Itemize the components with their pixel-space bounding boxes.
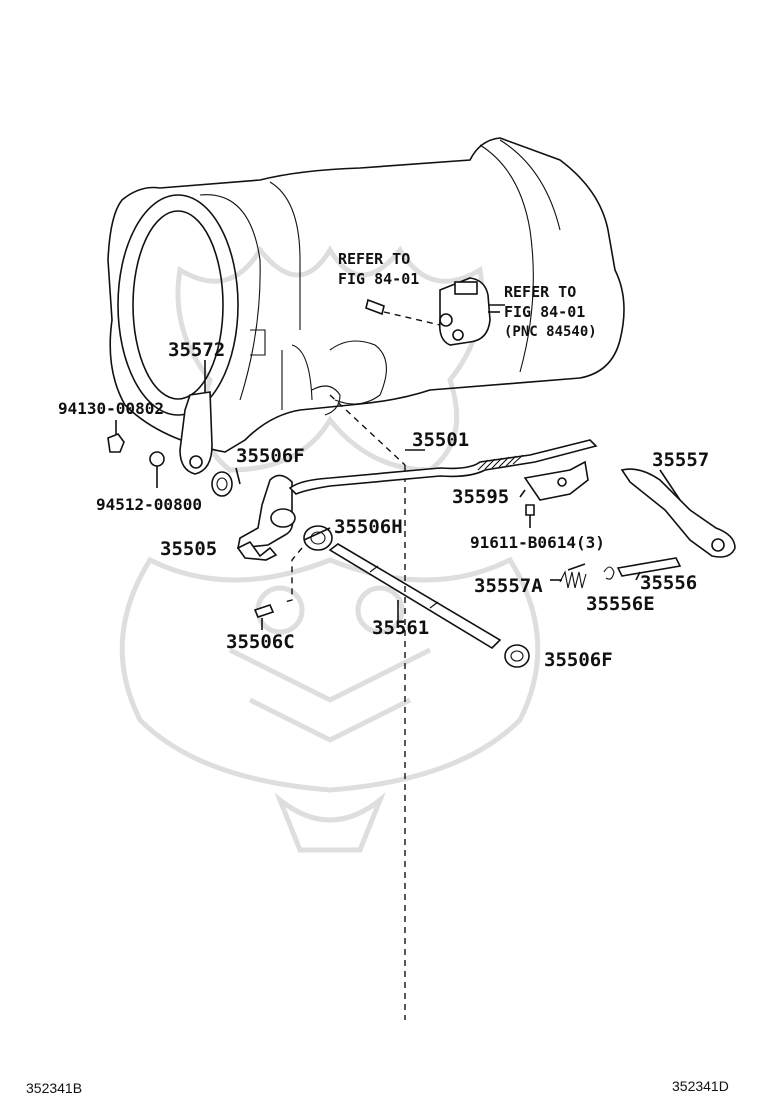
pin-35556 <box>616 557 682 577</box>
callout-35595: 35595 <box>452 486 509 508</box>
callout-35505: 35505 <box>160 538 217 560</box>
callout-91611-B0614: 91611-B0614(3) <box>470 533 605 552</box>
callout-94512-00800: 94512-00800 <box>96 495 202 514</box>
callout-refer-b-line2: FIG 84-01 <box>504 303 585 321</box>
switch-bolt <box>365 298 441 326</box>
callout-35506H: 35506H <box>334 516 403 538</box>
lever-35505 <box>236 474 296 561</box>
bracket-35595 <box>523 460 589 501</box>
callout-35556: 35556 <box>640 572 697 594</box>
callout-35506F-bottom: 35506F <box>544 649 613 671</box>
illustration-code-left: 352341B <box>26 1080 83 1096</box>
seal-35506F-top <box>211 471 233 497</box>
cable-35501 <box>288 394 598 495</box>
callout-35506F-top: 35506F <box>236 445 305 467</box>
callouts: REFER TO FIG 84-01 REFER TO FIG 84-01 (P… <box>58 250 709 671</box>
callout-refer-b-line1: REFER TO <box>504 283 576 301</box>
leader-lines <box>235 311 681 630</box>
callout-35557A: 35557A <box>474 575 543 597</box>
clip-35556E <box>603 566 615 580</box>
seal-35506F-bottom <box>504 644 530 668</box>
callout-35572: 35572 <box>168 339 225 361</box>
callout-35557: 35557 <box>652 449 709 471</box>
callout-35556E: 35556E <box>586 593 655 615</box>
nut-94512-00800 <box>149 451 165 488</box>
spring-35557A <box>559 563 587 589</box>
callout-35506C: 35506C <box>226 631 295 653</box>
callout-35501: 35501 <box>412 429 469 451</box>
callout-35561: 35561 <box>372 617 429 639</box>
callout-refer-a-line1: REFER TO <box>338 250 410 268</box>
neutral-start-switch <box>438 277 505 346</box>
bracket-35572 <box>179 360 213 475</box>
transmission-housing <box>107 137 625 453</box>
callout-94130-00802: 94130-00802 <box>58 399 164 418</box>
pin-35506C <box>253 604 275 618</box>
shaft-35561 <box>328 465 502 1020</box>
illustration-code-right: 352341D <box>672 1078 729 1094</box>
bolt-91611-B0614 <box>525 504 535 528</box>
lever-35557 <box>620 468 736 558</box>
callout-refer-a-line2: FIG 84-01 <box>338 270 419 288</box>
bolt-94130-00802 <box>107 420 125 453</box>
callout-refer-b-line3: (PNC 84540) <box>504 324 597 340</box>
bushing-35506H <box>284 525 333 603</box>
